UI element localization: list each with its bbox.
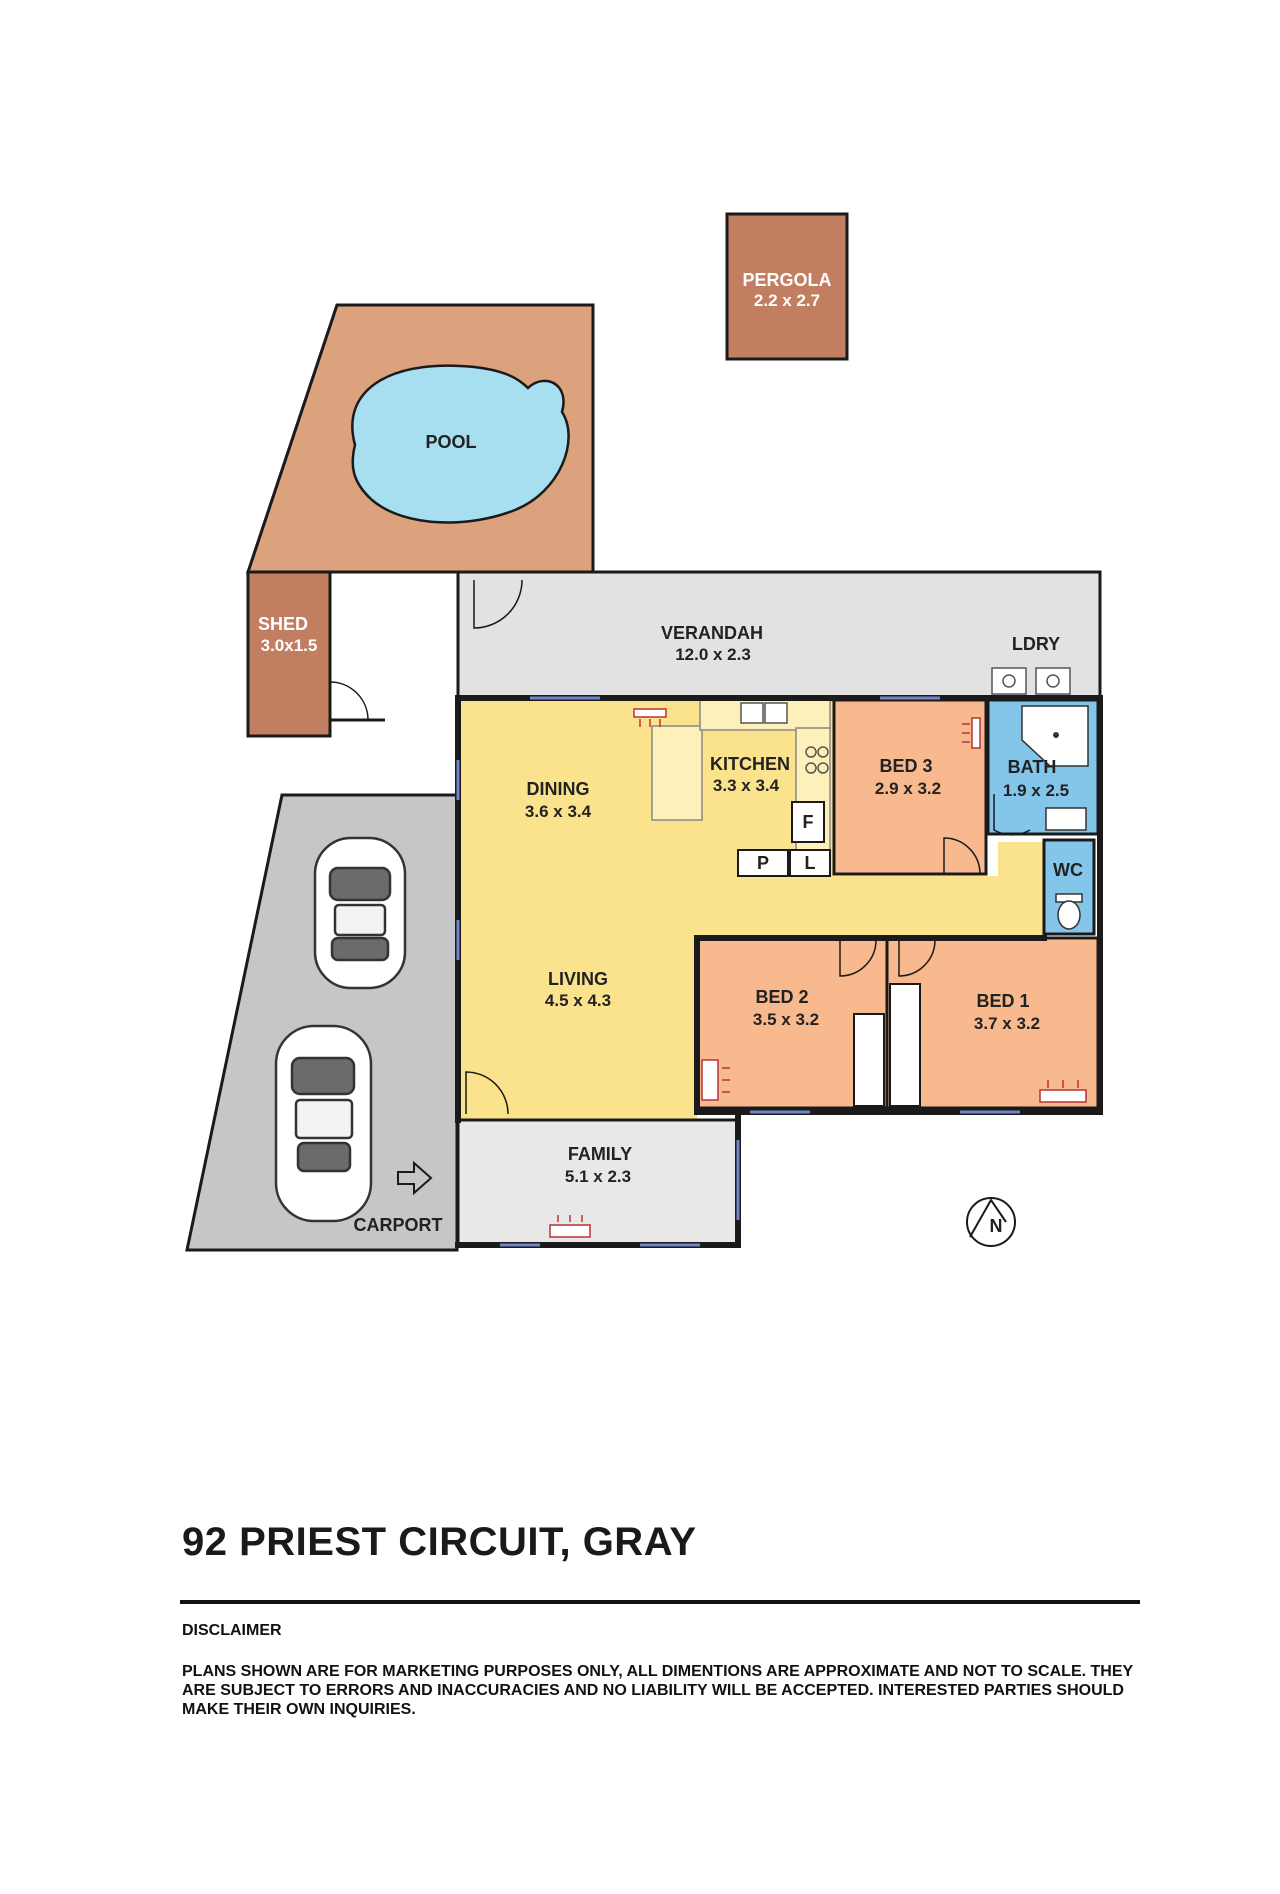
dining-label: DINING	[527, 779, 590, 799]
property-address: 92 PRIEST CIRCUIT, GRAY	[182, 1520, 697, 1564]
divider	[180, 1600, 1140, 1604]
bed3-area	[832, 698, 988, 876]
arrow-right-icon	[397, 1160, 433, 1196]
heater-icon	[962, 717, 981, 749]
heater-icon	[1039, 1080, 1087, 1103]
car-icon	[313, 836, 407, 990]
kitchen-label: KITCHEN	[710, 754, 790, 774]
bed1-dimension: 3.7 x 3.2	[974, 1014, 1040, 1033]
bed3-door-swing	[943, 837, 981, 875]
carport-label: CARPORT	[354, 1215, 443, 1235]
windows	[456, 696, 1020, 1247]
living-dimension: 4.5 x 4.3	[545, 991, 611, 1010]
basin-icon	[1045, 807, 1087, 831]
pergola-area	[725, 212, 849, 361]
bath-door-swing	[993, 794, 1031, 836]
bed2-dimension: 3.5 x 3.2	[753, 1010, 819, 1029]
bed2-label: BED 2	[755, 987, 808, 1007]
car-icon	[274, 1024, 373, 1223]
bed1-area	[885, 936, 1100, 1110]
bath-dimension: 1.9 x 2.5	[1003, 781, 1069, 800]
heater-icon	[701, 1059, 730, 1101]
verandah-door-swing	[473, 579, 523, 629]
linen-label: L	[805, 853, 816, 873]
cooktop-icon	[805, 746, 829, 774]
kitchen-dimension: 3.3 x 3.4	[713, 776, 780, 795]
pergola-label: PERGOLA	[742, 270, 831, 290]
ldry-label: LDRY	[1012, 634, 1060, 654]
bed1-door-swing	[898, 939, 936, 977]
verandah-dimension: 12.0 x 2.3	[675, 645, 751, 664]
shed-label: SHED	[258, 614, 308, 634]
bed1-label: BED 1	[976, 991, 1029, 1011]
laundry-tub-icon	[991, 667, 1071, 695]
disclaimer-title: DISCLAIMER	[182, 1622, 282, 1639]
kitchen-island	[651, 725, 703, 821]
heater-icon	[549, 1215, 591, 1238]
toilet-icon	[1055, 893, 1083, 930]
dining-dimension: 3.6 x 3.4	[525, 802, 592, 821]
living-door-swing	[465, 1071, 509, 1115]
family-label: FAMILY	[568, 1144, 632, 1164]
pantry-label: P	[757, 853, 769, 873]
shed-dimension: 3.0x1.5	[261, 636, 318, 655]
sink-icon	[740, 702, 788, 724]
pool-label: POOL	[425, 432, 476, 452]
bed3-dimension: 2.9 x 3.2	[875, 779, 941, 798]
fridge-box	[791, 801, 825, 843]
heater-icon	[633, 708, 667, 727]
linen-box	[789, 849, 831, 877]
bed3-label: BED 3	[879, 756, 932, 776]
bed2-door-swing	[839, 939, 877, 977]
disclaimer-text: PLANS SHOWN ARE FOR MARKETING PURPOSES O…	[182, 1663, 1133, 1718]
compass-north-label: N	[990, 1216, 1003, 1236]
compass-icon	[966, 1197, 1016, 1247]
bed1-robe	[889, 983, 921, 1107]
wc-label: WC	[1053, 860, 1083, 880]
pool-water	[351, 364, 570, 524]
living-dining-area	[458, 700, 1044, 1120]
shower-drain-icon	[1053, 732, 1059, 738]
pergola-dimension: 2.2 x 2.7	[754, 291, 820, 310]
bath-label: BATH	[1008, 757, 1057, 777]
fridge-label: F	[803, 812, 814, 832]
shed-area	[246, 570, 332, 738]
living-label: LIVING	[548, 969, 608, 989]
shed-door-swing	[329, 681, 369, 721]
bed2-robe	[853, 1013, 885, 1107]
pantry-box	[737, 849, 789, 877]
verandah-label: VERANDAH	[661, 623, 763, 643]
family-dimension: 5.1 x 2.3	[565, 1167, 631, 1186]
